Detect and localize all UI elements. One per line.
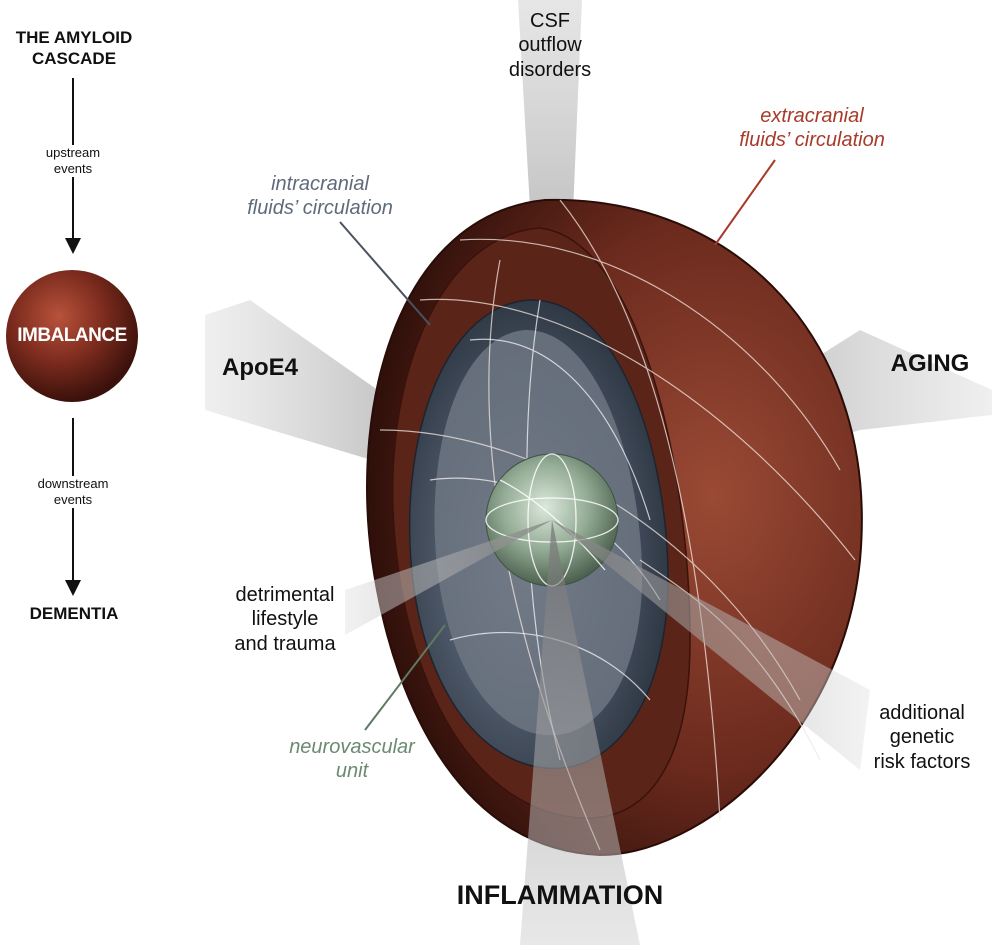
intracranial-line-2: fluids’ circulation [247, 197, 393, 220]
inflammation-beam [520, 520, 640, 945]
imbalance-sphere [6, 270, 138, 402]
apoe4-label: ApoE4 [221, 354, 298, 381]
downstream-events-label: downstream events [13, 476, 133, 508]
lifestyle-line-2: lifestyle [251, 608, 319, 631]
neurovascular-label: neurovascular unit [262, 735, 442, 784]
extracranial-line-1: extracranial [760, 105, 864, 127]
imbalance-label: IMBALANCE [17, 325, 127, 346]
extracranial-label: extracranial fluids’ circulation [712, 104, 912, 153]
downstream-line-1: downstream [37, 476, 109, 491]
csf-line-3: disorders [508, 58, 592, 81]
title-line-1: THE AMYLOID [15, 28, 133, 47]
genetic-line-1: additional [879, 702, 965, 724]
csf-label: CSF outflow disorders [490, 9, 610, 82]
downstream-line-2: events [53, 491, 93, 507]
downstream-arrowhead [65, 580, 81, 596]
amyloid-cascade-title: THE AMYLOID CASCADE [0, 28, 148, 69]
intracranial-line-1: intracranial [271, 173, 369, 195]
genetic-line-3: risk factors [873, 750, 971, 773]
extracranial-leader [714, 159, 776, 246]
genetic-line-2: genetic [889, 726, 955, 749]
factor-beams-front [345, 520, 870, 945]
neurovascular-line-2: unit [335, 760, 369, 783]
csf-line-1: CSF [530, 10, 570, 32]
neurovascular-leader [364, 624, 446, 731]
upstream-arrowhead [65, 238, 81, 254]
genetic-beam [552, 520, 870, 770]
dementia-label: DEMENTIA [29, 604, 119, 623]
lifestyle-beam [345, 520, 552, 635]
hemisphere [366, 198, 863, 857]
upstream-events-label: upstream events [13, 145, 133, 177]
intracranial-label: intracranial fluids’ circulation [220, 172, 420, 221]
neurovascular-line-1: neurovascular [289, 736, 415, 758]
upstream-line-2: events [53, 160, 93, 176]
intracranial-leader [339, 221, 431, 326]
title-line-2: CASCADE [31, 48, 117, 68]
upstream-line-1: upstream [45, 145, 101, 160]
inflammation-label: INFLAMMATION [456, 880, 664, 910]
lifestyle-label: detrimental lifestyle and trauma [210, 583, 360, 656]
lifestyle-line-3: and trauma [234, 632, 336, 655]
csf-line-2: outflow [518, 34, 582, 57]
extracranial-line-2: fluids’ circulation [739, 129, 885, 152]
aging-label: AGING [890, 350, 970, 377]
lifestyle-line-1: detrimental [235, 584, 335, 606]
genetic-label: additional genetic risk factors [855, 701, 989, 774]
